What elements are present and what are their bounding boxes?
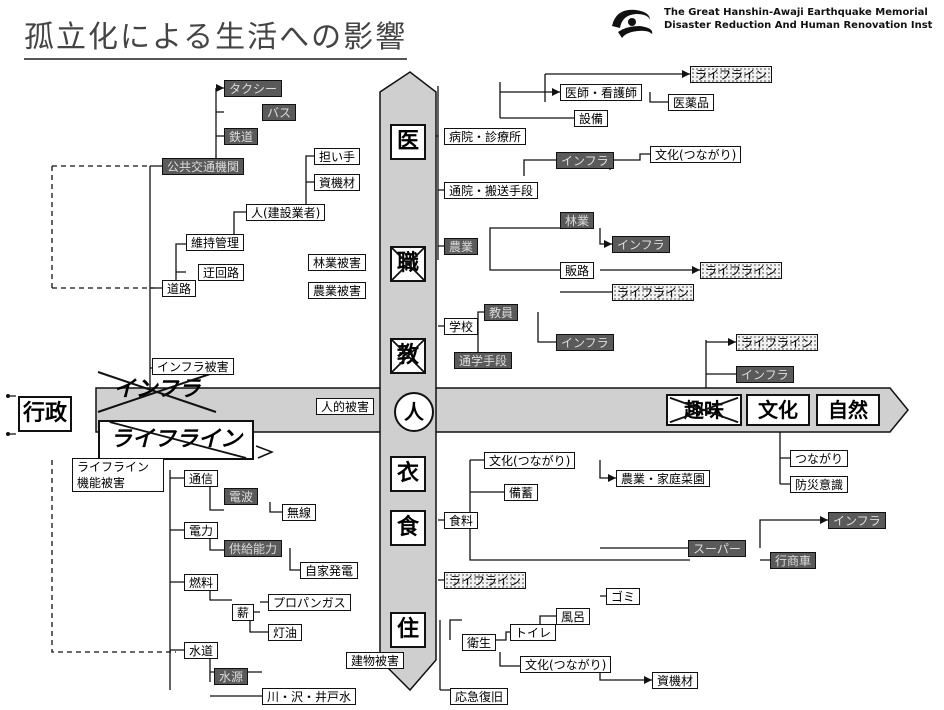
node-ichiba: 行商車 (770, 552, 817, 569)
box-shuumi-struck: 趣味 (666, 394, 742, 426)
box-i: 医 (390, 124, 426, 160)
node-infra-5: インフラ (828, 512, 886, 529)
hito-label: 人 (404, 400, 424, 424)
gyosei-label: 行政 (22, 401, 67, 426)
box-lifeline-struck: ライフライン (98, 420, 254, 460)
ju-label: 住 (396, 617, 419, 642)
node-kokyo: 公共交通機関 (162, 158, 245, 175)
node-tsuin: 通院・搬送手段 (444, 182, 539, 199)
node-denryoku: 電力 (184, 522, 219, 539)
shizen-label: 自然 (828, 398, 868, 422)
node-kenchiku: 建物被害 (346, 652, 405, 669)
koromo-label: 衣 (396, 461, 419, 486)
box-shoku: 食 (390, 510, 426, 546)
node-gakko: 学校 (444, 318, 479, 335)
node-toilet: トイレ (510, 624, 557, 641)
node-tsunagari: つながり (790, 450, 849, 467)
institute-logo (612, 9, 653, 38)
node-okyu: 応急復旧 (450, 688, 509, 705)
box-infra-struck: インフラ (96, 370, 218, 414)
node-tsugaku: 通学手段 (454, 352, 513, 369)
infra-label: インフラ (113, 377, 201, 402)
node-toyu: 灯油 (268, 624, 303, 641)
node-infra-higai: インフラ被害 (152, 358, 234, 375)
node-gomi: ゴミ (606, 588, 641, 605)
page-title: 孤立化による生活への影響 (24, 12, 408, 60)
node-suigen: 水源 (214, 668, 249, 685)
node-tetsudo: 鉄道 (224, 128, 259, 145)
box-shizen: 自然 (816, 394, 880, 426)
node-bunka-1: 文化(つながり) (650, 146, 742, 163)
node-lifeline-4: ライフライン (736, 334, 819, 351)
node-nogyo-katei: 農業・家庭菜園 (616, 470, 711, 487)
shoku-work-label: 職 (396, 251, 419, 276)
node-shizai: 資機材 (314, 174, 361, 191)
box-ju: 住 (390, 612, 426, 648)
node-nosan: 農業被害 (308, 282, 367, 299)
node-lifeline-3: ライフライン (612, 284, 695, 301)
box-shoku-work-struck: 職 (390, 246, 426, 282)
organization-line-1: The Great Hanshin-Awaji Earthquake Memor… (664, 7, 928, 18)
node-suido: 水道 (184, 642, 219, 659)
node-iyakuhin: 医薬品 (668, 94, 715, 111)
node-ukairo: 迂回路 (198, 264, 245, 281)
node-taxi: タクシー (224, 80, 283, 97)
node-kyokyu: 供給能力 (224, 540, 283, 557)
node-infra-1: インフラ (556, 152, 614, 169)
node-lifeline-5: ライフライン (444, 572, 527, 589)
node-jika: 自家発電 (300, 562, 359, 579)
node-ishi: 医師・看護師 (560, 84, 643, 101)
node-ninaite: 担い手 (314, 148, 361, 165)
shoku-label: 食 (396, 515, 419, 540)
organization-line-2: Disaster Reduction And Human Renovation … (664, 20, 933, 31)
node-bunka-3: 文化(つながり) (520, 656, 612, 673)
node-setsubi: 設備 (574, 110, 609, 127)
node-infra-3: インフラ (556, 334, 614, 351)
node-super: スーパー (688, 540, 746, 557)
node-propane: プロパンガス (268, 594, 351, 611)
box-gyosei: 行政 (18, 396, 72, 432)
i-label: 医 (396, 129, 419, 154)
box-jinteki: 人的被害 (316, 398, 375, 415)
node-furo: 風呂 (556, 608, 591, 625)
node-shokuryo: 食料 (444, 512, 479, 529)
node-nogyo: 農業 (444, 238, 479, 255)
node-bosai: 防災意識 (790, 476, 849, 493)
lifeline-higai-label: ライフライン 機能被害 (77, 460, 150, 490)
shuumi-label: 趣味 (684, 398, 724, 422)
node-doro: 道路 (162, 280, 197, 297)
node-nenryo: 燃料 (184, 574, 219, 591)
lifeline-label: ライフライン (109, 427, 242, 452)
node-infra-4: インフラ (736, 366, 794, 383)
circle-hito: 人 (394, 392, 434, 432)
box-koromo: 衣 (390, 456, 426, 492)
box-kyo-struck: 教 (390, 338, 426, 374)
node-kyoin: 教員 (484, 304, 519, 321)
node-eisei: 衛生 (462, 634, 497, 651)
node-muyo: 無線 (282, 504, 317, 521)
node-lifeline-1: ライフライン (690, 66, 773, 83)
node-byoin: 病院・診療所 (444, 128, 527, 145)
node-ringyo: 林業 (560, 212, 595, 229)
node-chozo: 備蓄 (504, 484, 539, 501)
organization-name: The Great Hanshin-Awaji Earthquake Memor… (664, 6, 932, 32)
node-denpa: 電波 (224, 488, 259, 505)
node-shin: 薪 (232, 604, 255, 621)
node-bus: バス (262, 104, 297, 121)
node-lifeline-higai: ライフライン 機能被害 (72, 458, 164, 492)
bunka-label: 文化 (758, 398, 798, 422)
node-hanro: 販路 (560, 262, 595, 279)
node-kawa: 川・沢・井戸水 (262, 688, 357, 705)
node-shizai-2: 資機材 (652, 672, 699, 689)
node-iji: 維持管理 (186, 234, 245, 251)
node-tsushin: 通信 (184, 470, 219, 487)
box-bunka: 文化 (746, 394, 810, 426)
node-infra-2: インフラ (612, 236, 670, 253)
node-hito-gyosha: 人(建設業者) (246, 204, 326, 221)
node-rinsan: 林業被害 (308, 254, 367, 271)
node-bunka-2: 文化(つながり) (484, 452, 576, 469)
node-lifeline-2: ライフライン (700, 262, 783, 279)
kyo-label: 教 (396, 343, 419, 368)
